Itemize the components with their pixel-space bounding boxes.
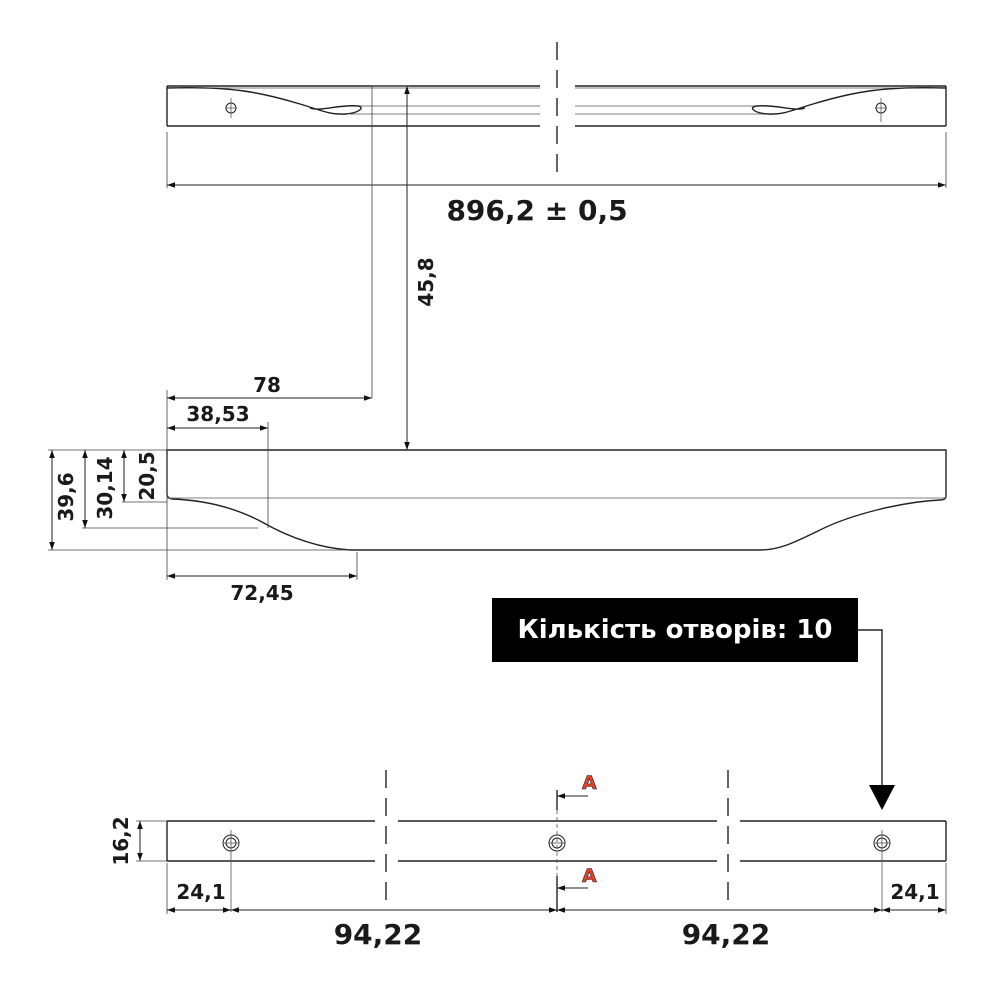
hole-count-callout: Кількість отворів: 10 [492,598,858,662]
hole-icon [225,98,237,118]
countersunk-hole-icon [222,830,240,912]
bottom-outline-seg3 [740,820,947,862]
callout-leader [858,629,895,810]
pitch-right-label: 94,22 [682,918,771,951]
bottom-height-label: 16,2 [109,816,133,865]
dim-72-45-label: 72,45 [230,581,293,605]
countersunk-hole-icon [873,830,891,912]
bottom-outline-seg1 [166,820,375,862]
bottom-view: A A 16,2 24,1 24,1 94,22 94,22 [109,770,947,951]
height-30-14-label: 30,14 [93,456,117,519]
edge-left-label: 24,1 [176,880,225,904]
depth-offset-label: 45,8 [414,257,438,306]
top-view-outline-left [166,85,540,127]
edge-right-label: 24,1 [890,880,939,904]
dim-38-53-label: 38,53 [186,402,249,426]
top-view: 896,2 ± 0,5 45,8 [166,42,947,450]
overall-length-label: 896,2 ± 0,5 [446,194,627,227]
pitch-left-label: 94,22 [334,918,423,951]
profile-outline [166,449,947,551]
grip-recess-right [751,86,947,115]
height-39-6-label: 39,6 [54,472,78,521]
arrow-down-icon [869,785,895,810]
side-profile: 78 38,53 72,45 39,6 30,14 20,5 [48,373,947,605]
height-20-5-label: 20,5 [135,451,159,500]
top-view-outline-right [575,85,947,127]
grip-recess-left [166,86,362,115]
hole-icon [875,98,887,122]
section-marker-bottom: A [582,865,597,887]
section-marker-top: A [582,772,597,794]
bottom-outline-seg2 [398,820,717,862]
dim-78-label: 78 [253,373,281,397]
